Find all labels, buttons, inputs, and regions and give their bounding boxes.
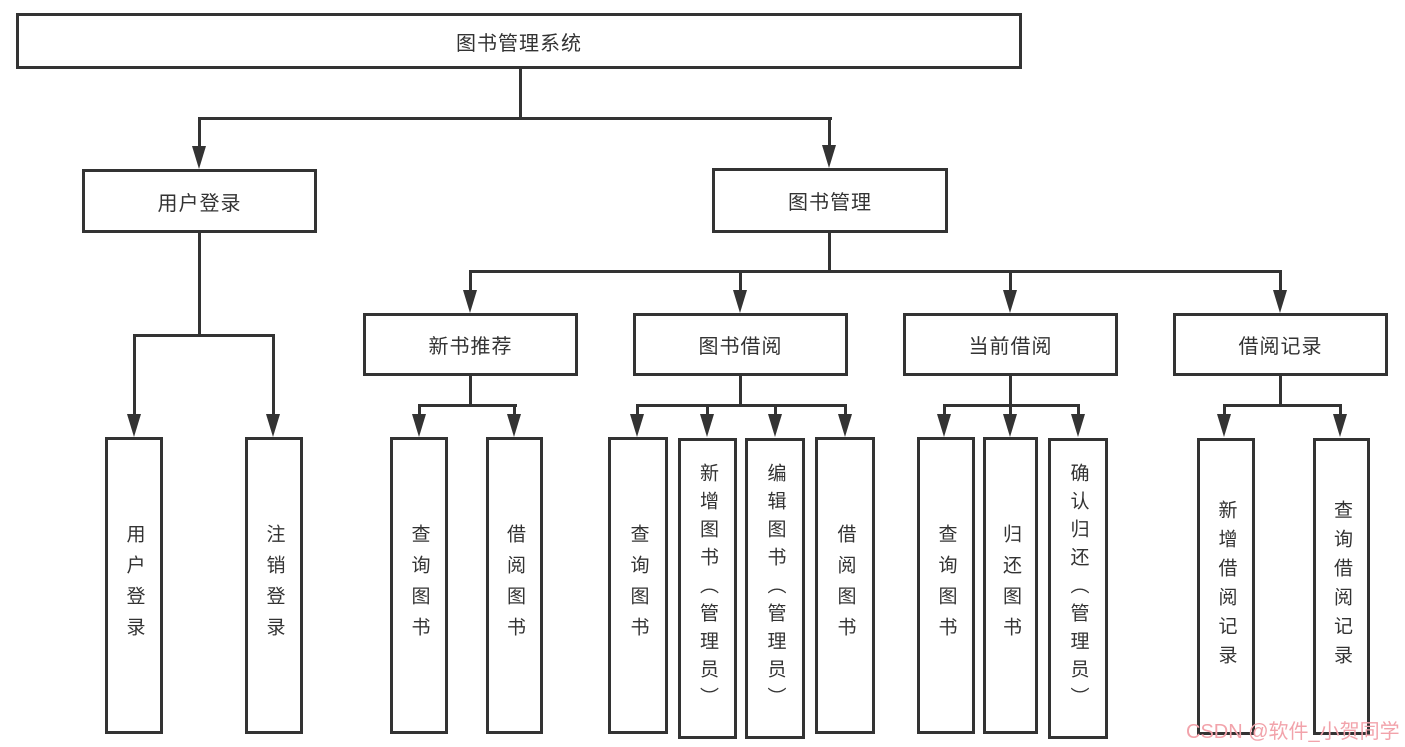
leaf-add-book-admin: 新增图书（管理员） (678, 438, 737, 739)
arrow-down-icon (937, 414, 951, 437)
arrow-down-icon (127, 414, 141, 437)
connector-line (133, 334, 136, 415)
leaf-label: 查询图书 (627, 523, 649, 648)
arrow-down-icon (192, 146, 206, 169)
node-user-login: 用户登录 (82, 169, 317, 233)
connector-line (198, 117, 832, 120)
node-label: 新书推荐 (428, 336, 513, 358)
connector-line (1077, 404, 1080, 415)
leaf-query-book-3: 查询图书 (917, 437, 975, 734)
node-label: 借阅记录 (1238, 336, 1323, 358)
arrow-down-icon (838, 414, 852, 437)
connector-line (844, 404, 847, 415)
connector-line (1279, 270, 1282, 291)
node-borrow-record: 借阅记录 (1173, 313, 1388, 376)
leaf-label: 归还图书 (1000, 523, 1021, 648)
leaf-label: 注销登录 (263, 523, 285, 648)
arrow-down-icon (768, 414, 782, 437)
leaf-logout: 注销登录 (245, 437, 303, 734)
leaf-label: 确认归还（管理员） (1067, 462, 1089, 715)
node-label: 图书管理系统 (456, 32, 582, 55)
connector-line (1279, 376, 1282, 407)
connector-line (828, 233, 831, 273)
connector-line (198, 233, 201, 336)
leaf-label: 查询图书 (408, 523, 430, 648)
connector-line (133, 334, 275, 337)
connector-line (272, 334, 275, 415)
connector-line (519, 69, 522, 119)
leaf-add-borrow-record: 新增借阅记录 (1197, 438, 1255, 735)
arrow-down-icon (1333, 414, 1347, 437)
leaf-return-book: 归还图书 (983, 437, 1038, 734)
connector-line (1223, 404, 1342, 407)
connector-line (636, 404, 639, 415)
arrow-down-icon (1217, 414, 1231, 437)
node-label: 当前借阅 (968, 336, 1053, 358)
node-label: 图书借阅 (698, 336, 783, 358)
arrow-down-icon (412, 414, 426, 437)
arrow-down-icon (630, 414, 644, 437)
arrow-down-icon (822, 145, 836, 168)
connector-line (774, 404, 777, 415)
arrow-down-icon (463, 290, 477, 313)
connector-line (1339, 404, 1342, 415)
leaf-query-borrow-record: 查询借阅记录 (1313, 438, 1370, 735)
leaf-edit-book-admin: 编辑图书（管理员） (745, 438, 805, 739)
leaf-label: 借阅图书 (834, 523, 856, 648)
node-new-book-recommend: 新书推荐 (363, 313, 578, 376)
leaf-label: 新增借阅记录 (1215, 499, 1237, 674)
leaf-borrow-book-2: 借阅图书 (815, 437, 875, 734)
arrow-down-icon (266, 414, 280, 437)
leaf-label: 用户登录 (123, 523, 145, 648)
node-book-borrow: 图书借阅 (633, 313, 848, 376)
connector-line (1009, 270, 1012, 291)
arrow-down-icon (1273, 290, 1287, 313)
node-label: 用户登录 (157, 192, 242, 215)
connector-line (1009, 404, 1012, 415)
arrow-down-icon (507, 414, 521, 437)
node-library-management-system: 图书管理系统 (16, 13, 1022, 69)
connector-line (1223, 404, 1226, 415)
leaf-user-login: 用户登录 (105, 437, 163, 734)
connector-line (739, 376, 742, 407)
leaf-borrow-book-1: 借阅图书 (486, 437, 543, 734)
node-label: 图书管理 (788, 192, 872, 214)
connector-line (469, 270, 1282, 273)
connector-line (198, 117, 201, 147)
connector-line (418, 404, 517, 407)
leaf-query-book-1: 查询图书 (390, 437, 448, 734)
watermark: CSDN @软件_小贺同学 (1186, 721, 1400, 743)
node-book-management: 图书管理 (712, 168, 948, 233)
connector-line (828, 117, 831, 146)
connector-line (706, 404, 709, 415)
connector-line (469, 270, 472, 291)
leaf-label: 新增图书（管理员） (697, 462, 718, 715)
arrow-down-icon (700, 414, 714, 437)
arrow-down-icon (733, 290, 747, 313)
leaf-confirm-return-admin: 确认归还（管理员） (1048, 438, 1108, 739)
leaf-label: 编辑图书（管理员） (764, 462, 786, 715)
leaf-label: 查询借阅记录 (1331, 499, 1352, 674)
leaf-label: 查询图书 (935, 523, 957, 648)
arrow-down-icon (1071, 414, 1085, 437)
connector-line (1009, 376, 1012, 407)
connector-line (739, 270, 742, 291)
connector-line (943, 404, 946, 415)
connector-line (418, 404, 421, 415)
arrow-down-icon (1003, 414, 1017, 437)
connector-line (513, 404, 516, 415)
connector-line (469, 376, 472, 407)
leaf-query-book-2: 查询图书 (608, 437, 668, 734)
leaf-label: 借阅图书 (504, 523, 525, 648)
connector-line (636, 404, 847, 407)
node-current-borrow: 当前借阅 (903, 313, 1118, 376)
arrow-down-icon (1003, 290, 1017, 313)
